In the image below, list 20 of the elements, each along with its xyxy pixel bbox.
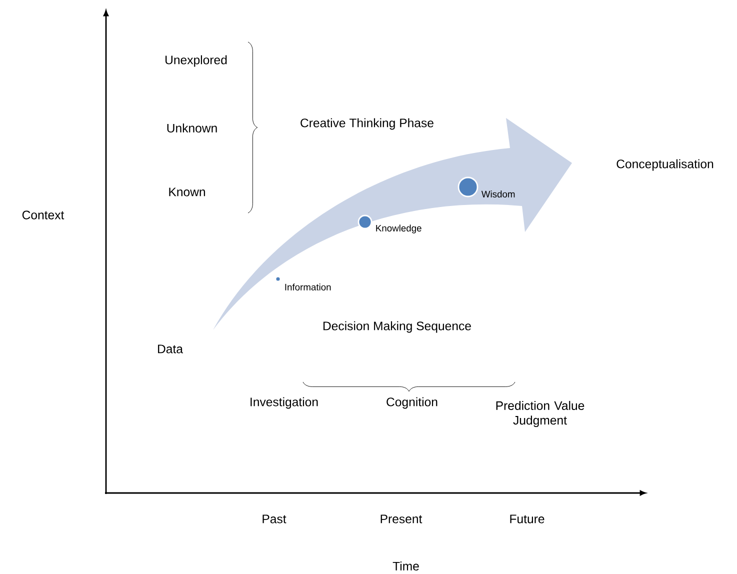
step-label: Prediction Value Judgment <box>496 400 584 428</box>
axis-label: Time <box>392 561 419 571</box>
tick-label: Future <box>510 514 544 524</box>
phase-label: Conceptualisation <box>616 159 714 171</box>
dot-label: Information <box>285 284 331 290</box>
dot-label: Knowledge <box>376 224 422 234</box>
level-label: Unexplored <box>166 55 227 67</box>
level-label: Data <box>158 344 183 354</box>
dot <box>358 214 372 230</box>
dot-label: Wisdom <box>481 190 515 198</box>
dot <box>458 176 478 198</box>
level-label: Unknown <box>167 123 217 133</box>
step-label: Cognition <box>386 397 438 409</box>
tick-label: Past <box>262 514 286 524</box>
phase-label: Decision Making Sequence <box>323 321 471 333</box>
level-label: Known <box>169 188 205 196</box>
axis-label: Context <box>22 210 64 220</box>
phase-label: Creative Thinking Phase <box>300 118 434 130</box>
step-label: Investigation <box>250 397 318 409</box>
tick-label: Present <box>380 514 422 524</box>
